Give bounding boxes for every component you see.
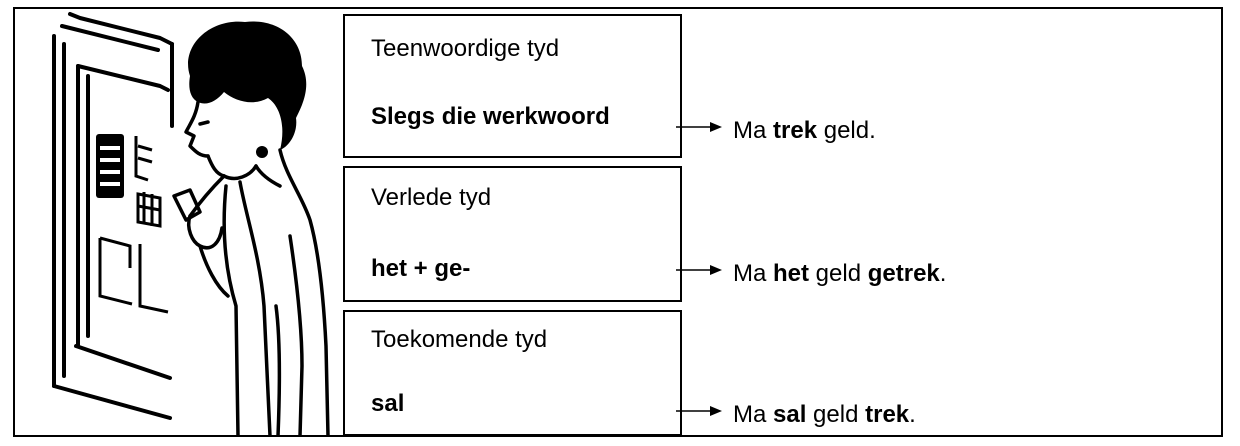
future-tense-rule: sal: [371, 390, 405, 417]
verb-highlight: sal: [773, 401, 807, 428]
arrow-right-icon: [676, 122, 722, 132]
past-tense-example: Ma het geld getrek.: [733, 260, 946, 288]
sentence-text: geld: [809, 260, 868, 287]
past-tense-rule: het + ge-: [371, 255, 471, 282]
future-tense-example: Ma sal geld trek.: [733, 401, 916, 429]
future-tense-box: Toekomende tyd sal: [343, 310, 682, 436]
verb-highlight: het: [773, 260, 810, 287]
future-tense-label: Toekomende tyd: [371, 326, 548, 353]
sentence-text: .: [909, 401, 916, 428]
past-tense-box: Verlede tyd het + ge-: [343, 166, 682, 302]
woman-atm-illustration: [52, 12, 330, 436]
sentence-text: geld: [806, 401, 866, 428]
diagram-frame: [13, 7, 1223, 437]
present-tense-rule: Slegs die werkwoord: [371, 103, 610, 130]
verb-highlight: trek: [865, 401, 910, 428]
present-tense-label: Teenwoordige tyd: [371, 35, 560, 62]
present-tense-example: Ma trek geld.: [733, 117, 876, 145]
sentence-text: Ma: [733, 117, 774, 144]
arrow-right-icon: [676, 265, 722, 275]
arrow-right-icon: [676, 406, 722, 416]
past-tense-label: Verlede tyd: [371, 184, 492, 211]
sentence-text: Ma: [733, 401, 774, 428]
verb-highlight: getrek: [867, 260, 940, 287]
sentence-text: .: [939, 260, 947, 287]
present-tense-box: Teenwoordige tyd Slegs die werkwoord: [343, 14, 682, 158]
verb-highlight: trek: [773, 117, 818, 144]
sentence-text: geld.: [817, 117, 876, 144]
sentence-text: Ma: [733, 260, 774, 287]
